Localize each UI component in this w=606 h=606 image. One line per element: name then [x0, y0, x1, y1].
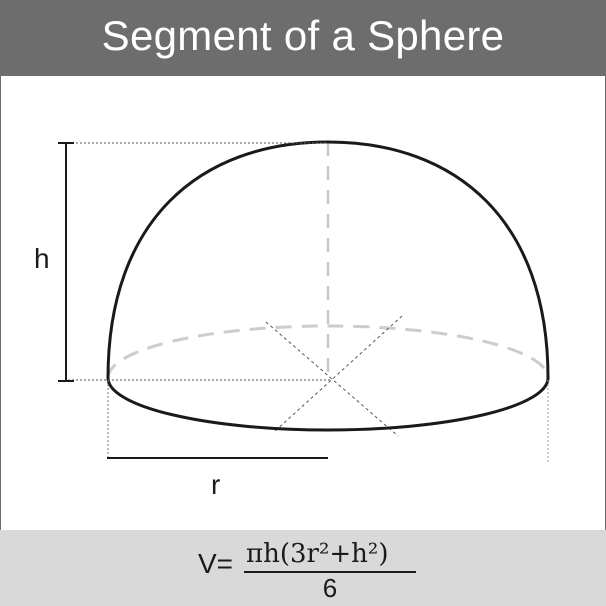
formula-numerator: πh(3r²+h²): [246, 539, 389, 569]
fraction-bar: [244, 571, 416, 573]
volume-formula: V= πh(3r²+h²) 6: [0, 530, 606, 606]
title-bar: Segment of a Sphere: [0, 0, 606, 76]
center-cross-line-a: [265, 321, 399, 437]
formula-denominator: 6: [322, 573, 338, 603]
center-cross-line-b: [273, 315, 403, 433]
base-ellipse-front: [106, 377, 550, 432]
height-label: h: [34, 243, 50, 274]
formula-bar: V= πh(3r²+h²) 6: [0, 530, 606, 606]
page-title: Segment of a Sphere: [101, 12, 505, 59]
base-ellipse-back: [106, 324, 550, 379]
radius-label: r: [211, 469, 220, 500]
formula-lhs: V=: [198, 548, 234, 579]
dome-outline: [106, 140, 550, 379]
sphere-segment-diagram: h r: [34, 140, 550, 500]
